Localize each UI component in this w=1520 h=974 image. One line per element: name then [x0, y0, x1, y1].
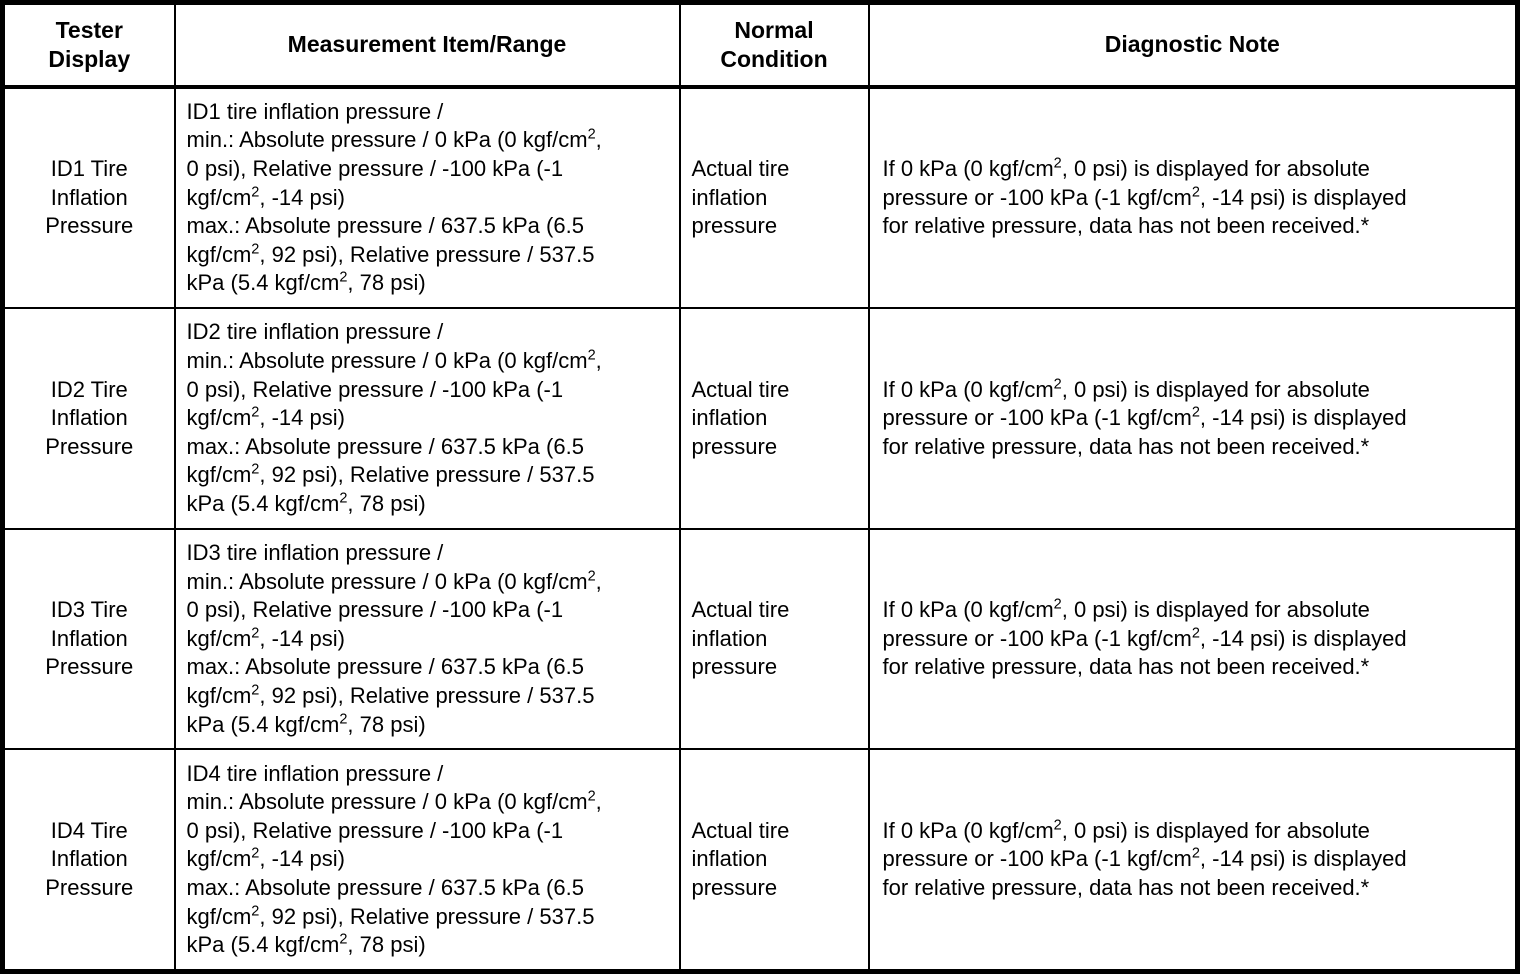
superscript-exponent: 2 [251, 184, 260, 201]
superscript-exponent: 2 [339, 269, 348, 286]
text-line: ID3 tire inflation pressure / [186, 539, 444, 565]
text-line: pressure or -100 kPa (-1 kgf/cm2, -14 ps… [882, 184, 1407, 210]
text-line: for relative pressure, data has not been… [882, 213, 1370, 239]
superscript-exponent: 2 [1191, 625, 1200, 642]
superscript-exponent: 2 [251, 461, 260, 478]
superscript-exponent: 2 [1053, 376, 1062, 393]
header-measurement-item-range: Measurement Item/Range [174, 2, 681, 89]
text-line: max.: Absolute pressure / 637.5 kPa (6.5 [186, 213, 584, 239]
cell-diagnostic-note: If 0 kPa (0 kgf/cm2, 0 psi) is displayed… [868, 528, 1518, 751]
cell-measurement-item-range: ID3 tire inflation pressure / min.: Absol… [174, 528, 681, 751]
text-line: kgf/cm2, -14 psi) [186, 184, 345, 210]
text-line: for relative pressure, data has not been… [882, 433, 1370, 459]
text-line: 0 psi), Relative pressure / -100 kPa (-1 [186, 155, 564, 181]
cell-measurement-item-range: ID1 tire inflation pressure / min.: Absol… [174, 86, 681, 310]
superscript-exponent: 2 [1191, 404, 1200, 421]
cell-diagnostic-note: If 0 kPa (0 kgf/cm2, 0 psi) is displayed… [869, 749, 1518, 971]
text-line: 0 psi), Relative pressure / -100 kPa (-1 [186, 597, 564, 623]
superscript-exponent: 2 [251, 241, 260, 258]
text-line: kgf/cm2, 92 psi), Relative pressure / 53… [186, 682, 595, 708]
superscript-exponent: 2 [251, 404, 260, 421]
superscript-exponent: 2 [1053, 817, 1062, 834]
superscript-exponent: 2 [339, 711, 348, 728]
superscript-exponent: 2 [251, 682, 260, 699]
text-line: pressure or -100 kPa (-1 kgf/cm2, -14 ps… [882, 404, 1407, 431]
superscript-exponent: 2 [1191, 846, 1200, 863]
text-line: ID1 tire inflation pressure / [186, 98, 444, 124]
superscript-exponent: 2 [339, 931, 348, 948]
text-line: min.: Absolute pressure / 0 kPa (0 kgf/c… [186, 568, 602, 594]
cell-diagnostic-note: If 0 kPa (0 kgf/cm2, 0 psi) is displayed… [868, 86, 1518, 310]
text-line: kgf/cm2, 92 psi), Relative pressure / 53… [186, 903, 595, 929]
text-line: pressure or -100 kPa (-1 kgf/cm2, -14 ps… [882, 846, 1407, 872]
text-line: min.: Absolute pressure / 0 kPa (0 kgf/c… [186, 127, 602, 153]
cell-measurement-item-range: ID2 tire inflation pressure /min.: Absol… [174, 308, 681, 530]
text-line: for relative pressure, data has not been… [882, 874, 1370, 900]
cell-measurement-item-range: ID4 tire inflation pressure /min.: Absol… [174, 749, 681, 972]
superscript-exponent: 2 [251, 846, 260, 863]
superscript-exponent: 2 [1191, 184, 1200, 201]
superscript-exponent: 2 [587, 568, 596, 585]
text-line: If 0 kPa (0 kgf/cm2, 0 psi) is displayed… [882, 817, 1370, 843]
superscript-exponent: 2 [1053, 155, 1062, 172]
text-line: pressure or -100 kPa (-1 kgf/cm2, -14 ps… [882, 625, 1407, 651]
text-line: kgf/cm2, 92 psi), Relative pressure / 53… [186, 241, 595, 267]
text-line: max.: Absolute pressure / 637.5 kPa (6.5 [186, 874, 584, 900]
text-line: If 0 kPa (0 kgf/cm2, 0 psi) is displayed… [882, 376, 1370, 402]
superscript-exponent: 2 [1053, 596, 1062, 613]
text-line: kgf/cm2, -14 psi) [186, 404, 345, 431]
superscript-exponent: 2 [339, 490, 348, 507]
text-line: kgf/cm2, -14 psi) [186, 846, 345, 872]
text-line: If 0 kPa (0 kgf/cm2, 0 psi) is displayed… [882, 155, 1370, 181]
text-line: 0 psi), Relative pressure / -100 kPa (-1 [186, 817, 564, 843]
superscript-exponent: 2 [251, 903, 260, 920]
text-line: If 0 kPa (0 kgf/cm2, 0 psi) is displayed… [882, 596, 1370, 623]
header-diagnostic-note: Diagnostic Note [868, 2, 1518, 89]
text-line: ID4 tire inflation pressure / [186, 760, 444, 786]
text-line: kgf/cm2, 92 psi), Relative pressure / 53… [186, 461, 595, 488]
text-line: for relative pressure, data has not been… [882, 654, 1370, 680]
text-line: 0 psi), Relative pressure / -100 kPa (-1 [186, 376, 564, 402]
text-line: kPa (5.4 kgf/cm2, 78 psi) [186, 931, 426, 958]
text-line: max.: Absolute pressure / 637.5 kPa (6.5 [186, 654, 584, 680]
text-line: max.: Absolute pressure / 637.5 kPa (6.5 [186, 433, 584, 459]
text-line: kPa (5.4 kgf/cm2, 78 psi) [186, 490, 426, 516]
text-line: kgf/cm2, -14 psi) [186, 625, 345, 651]
superscript-exponent: 2 [587, 788, 596, 805]
text-line: min.: Absolute pressure / 0 kPa (0 kgf/c… [186, 788, 602, 815]
superscript-exponent: 2 [251, 625, 260, 642]
text-line: min.: Absolute pressure / 0 kPa (0 kgf/c… [186, 347, 602, 373]
cell-diagnostic-note: If 0 kPa (0 kgf/cm2, 0 psi) is displayed… [868, 308, 1518, 530]
text-line: kPa (5.4 kgf/cm2, 78 psi) [186, 269, 426, 296]
superscript-exponent: 2 [587, 127, 596, 143]
text-line: kPa (5.4 kgf/cm2, 78 psi) [186, 711, 426, 737]
text-line: ID2 tire inflation pressure / [186, 319, 444, 345]
superscript-exponent: 2 [587, 347, 596, 364]
